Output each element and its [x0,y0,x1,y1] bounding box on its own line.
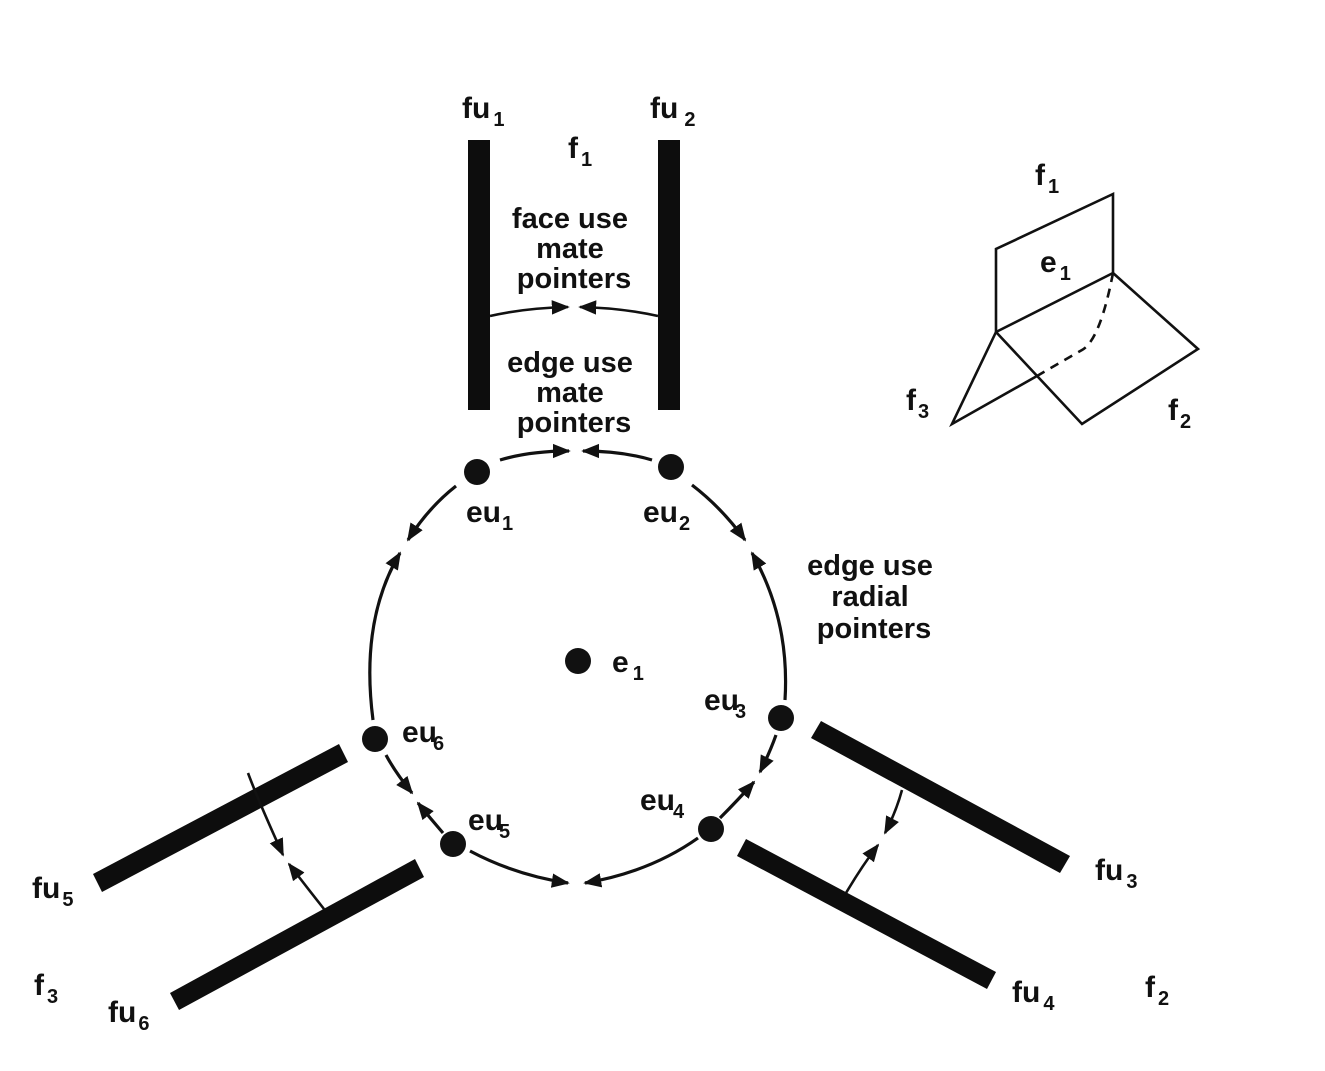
annotation-face-use-mate-pointers: face use mate pointers [512,203,636,295]
inset-edge-e1 [995,271,1114,334]
face-use-bar-fu5 [93,744,348,892]
face-use-mate-arrow-right [578,300,659,318]
face-use-mate-arrow-fu3 [883,789,904,835]
inset-face-f3 [949,331,1038,428]
face-use-bar-fu6 [170,859,424,1010]
label-eu5: eu5 [468,804,510,843]
face-use-bar-fu4 [737,839,996,989]
face-use-bar-fu2 [658,140,680,410]
node-e1 [565,648,591,674]
label-eu3: eu3 [704,684,746,723]
node-eu3 [768,705,794,731]
inset-face-f1 [994,191,1115,332]
label-eu1: eu1 [466,496,513,535]
face-use-mate-arrow-left [489,300,570,318]
face-use-bar-fu1 [468,140,490,410]
node-eu6 [362,726,388,752]
face-use-mate-arrow-fu6 [287,862,326,910]
inset-face-f2 [995,272,1201,426]
inset-hidden-edge [1036,272,1115,378]
node-eu5 [440,831,466,857]
face-use-mate-arrow-fu5 [246,772,285,857]
face-use-mate-arrow-fu4 [844,843,880,894]
node-eu4 [698,816,724,842]
annotation-edge-use-mate-pointers: edge use mate pointers [507,347,641,439]
face-use-bar-fu3 [811,721,1070,873]
node-eu1 [464,459,490,485]
label-eu2: eu2 [643,496,690,535]
label-eu6: eu6 [402,716,444,755]
edge-use-radial-loop: edge use radial pointers [368,443,941,888]
label-eu4: eu4 [640,784,685,823]
annotation-edge-use-radial-pointers: edge use radial pointers [807,550,941,645]
node-eu2 [658,454,684,480]
